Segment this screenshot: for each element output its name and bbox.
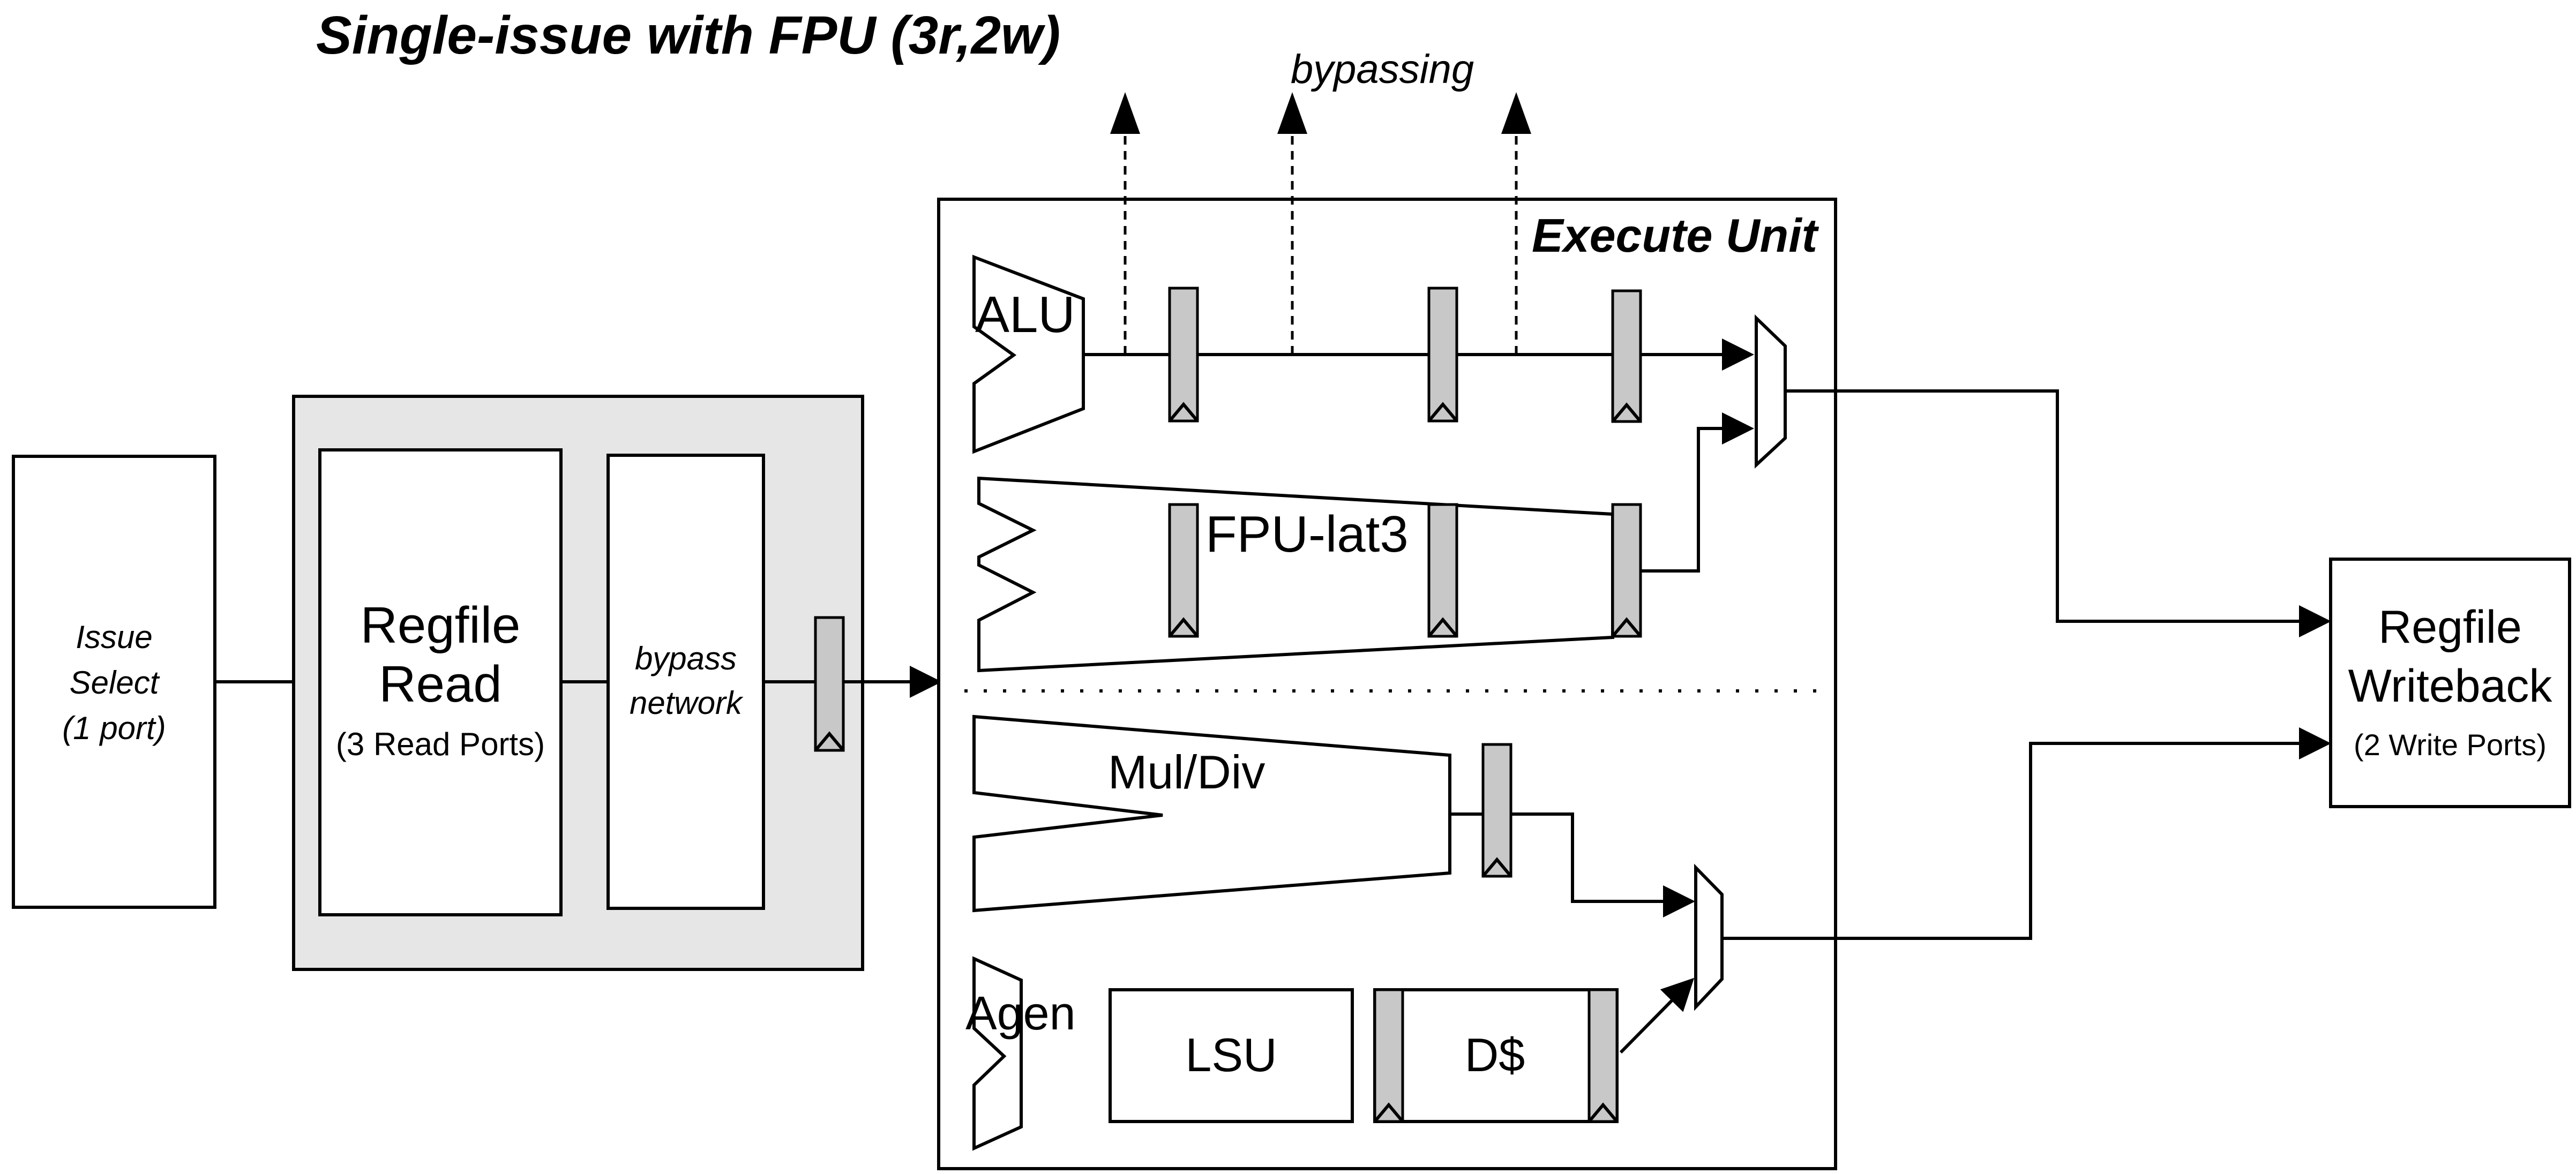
alu-latch-3 [1611,289,1642,423]
dcache-to-mux-wire [1619,977,1695,1054]
mux1-to-writeback-wire [1785,389,2331,637]
bypass-arrowhead-1 [1110,92,1140,134]
read-stage-latch [814,616,845,752]
diagram-title: Single-issue with FPU (3r,2w) [316,5,1060,65]
mux2-to-writeback-wire [1722,727,2331,940]
regfile-read-line2: Read [379,656,502,713]
muldiv-latch [1481,743,1512,878]
regfile-read-sub: (3 Read Ports) [336,726,545,762]
issue-label-line3: (1 port) [62,710,166,746]
muldiv-label: Mul/Div [1108,746,1265,799]
regfile-writeback-line2: Writeback [2348,660,2553,712]
fpu-latch-3 [1611,503,1642,638]
muldiv-to-mux-wire [1511,812,1695,917]
bypass-arrowhead-3 [1501,92,1531,134]
lsu-label: LSU [1185,1028,1277,1081]
bypass-arrowhead-2 [1277,92,1307,134]
execute-unit: Execute Unit ALU FPU-lat3 [937,92,1837,1170]
regfile-read-box [318,448,563,916]
fpu-latch-2 [1427,503,1458,638]
regfile-writeback-line1: Regfile [2378,601,2522,653]
lsu-box [1109,988,1354,1123]
fpu-to-mux-wire [1641,412,1754,573]
agen-label: Agen [965,987,1076,1040]
dcache-label: D$ [1465,1028,1525,1081]
issue-select-block: Issue Select (1 port) [12,455,216,909]
dcache-latch-left [1373,988,1404,1123]
agen-unit: Agen [965,956,1076,1151]
bypassing-label: bypassing [1291,47,1474,92]
dcache-latch-right [1587,988,1619,1123]
dcache-box [1373,988,1619,1123]
alu-latch-1 [1168,287,1199,423]
muldiv-mem-mux [1694,863,1724,1011]
alu-label: ALU [975,286,1075,343]
regfile-writeback-sub: (2 Write Ports) [2354,728,2547,762]
bypass-network-line2: network [630,685,744,721]
bypass-network-line1: bypass [635,641,737,676]
alu-unit: ALU [972,254,1085,454]
bypass-network-box [606,454,765,910]
regfile-writeback-block: Regfile Writeback (2 Write Ports) [2329,558,2571,808]
register-read-stage: Regfile Read (3 Read Ports) bypass netwo… [292,395,864,971]
issue-label-line2: Select [70,665,160,701]
alu-latch-2 [1427,287,1458,423]
fpu-label: FPU-lat3 [1205,506,1409,563]
issue-label-line1: Issue [76,619,152,655]
execute-unit-label: Execute Unit [1532,209,1819,262]
regfile-read-line1: Regfile [361,597,521,654]
fpu-latch-1 [1168,503,1199,638]
alu-fpu-mux [1755,314,1787,469]
muldiv-unit: Mul/Div [972,714,1451,913]
